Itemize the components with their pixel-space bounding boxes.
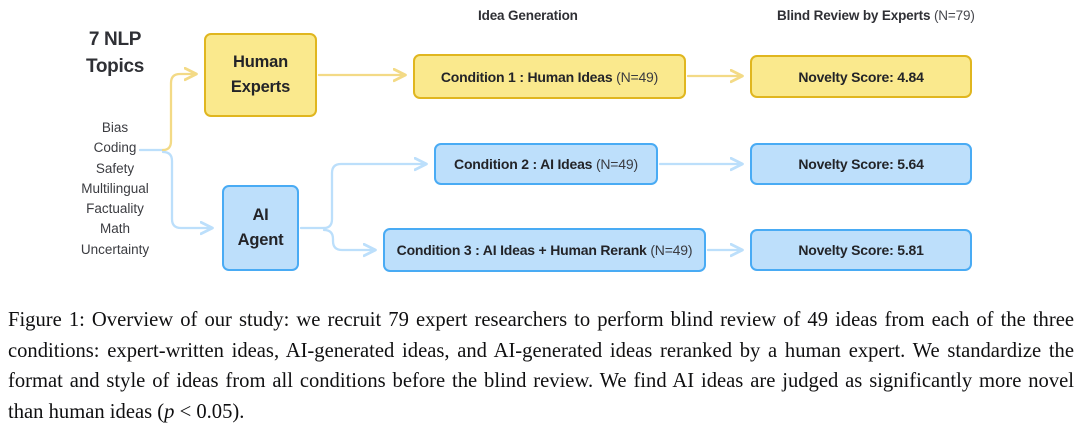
list-item: Bias xyxy=(101,120,129,135)
condition-2-count: (N=49) xyxy=(592,156,638,172)
novelty-score-3-label: Novelty Score: 5.81 xyxy=(798,242,924,258)
list-item: Factuality xyxy=(86,201,144,217)
list-item: Multilingual xyxy=(81,180,149,196)
blind-review-label: Blind Review by Experts xyxy=(777,8,931,23)
novelty-score-2-label: Novelty Score: 5.64 xyxy=(798,156,924,172)
list-item: Coding xyxy=(93,140,137,156)
topics-title: 7 NLP Topics xyxy=(56,26,174,80)
condition-1-count: (N=49) xyxy=(612,68,659,85)
condition-1-label: Condition 1 : Human Ideas xyxy=(440,68,613,85)
caption-body: Figure 1: Overview of our study: we recr… xyxy=(8,309,1074,423)
list-item: Math xyxy=(99,221,130,237)
blind-review-count: (N=79) xyxy=(930,8,975,23)
condition-2-label: Condition 2 : AI Ideas xyxy=(454,156,593,172)
idea-generation-label: Idea Generation xyxy=(478,8,578,23)
caption-p-value: < 0.05). xyxy=(174,400,245,423)
box-novelty-score-3: Novelty Score: 5.81 xyxy=(750,229,972,271)
box-novelty-score-1: Novelty Score: 4.84 xyxy=(750,55,972,98)
node-human-experts: Human Experts xyxy=(204,33,317,117)
novelty-score-1-label: Novelty Score: 4.84 xyxy=(798,68,924,85)
node-human-experts-line-2: Experts xyxy=(230,78,291,96)
topics-title-line-1: 7 NLP xyxy=(88,29,142,50)
node-ai-agent-line-1: AI xyxy=(252,206,269,224)
topics-list: Bias Coding Safety Multilingual Factuali… xyxy=(45,118,185,260)
condition-3-label: Condition 3 : AI Ideas + Human Rerank xyxy=(396,242,647,258)
topics-title-line-2: Topics xyxy=(85,56,145,77)
box-condition-1: Condition 1 : Human Ideas (N=49) xyxy=(413,54,686,99)
node-human-experts-line-1: Human xyxy=(233,53,288,71)
list-item: Uncertainty xyxy=(80,241,150,257)
figure-caption: Figure 1: Overview of our study: we recr… xyxy=(8,305,1074,427)
condition-3-count: (N=49) xyxy=(646,242,693,258)
figure-diagram: Idea Generation Blind Review by Experts … xyxy=(45,8,975,272)
list-item: Safety xyxy=(95,160,135,176)
node-ai-agent-line-2: Agent xyxy=(237,231,284,249)
caption-p-symbol: p xyxy=(164,400,175,423)
column-header-blind-review: Blind Review by Experts (N=79) xyxy=(777,8,975,23)
node-ai-agent: AI Agent xyxy=(222,185,299,271)
box-condition-2: Condition 2 : AI Ideas (N=49) xyxy=(434,143,658,185)
column-header-idea-generation: Idea Generation xyxy=(478,8,578,23)
box-condition-3: Condition 3 : AI Ideas + Human Rerank (N… xyxy=(383,228,706,272)
box-novelty-score-2: Novelty Score: 5.64 xyxy=(750,143,972,185)
